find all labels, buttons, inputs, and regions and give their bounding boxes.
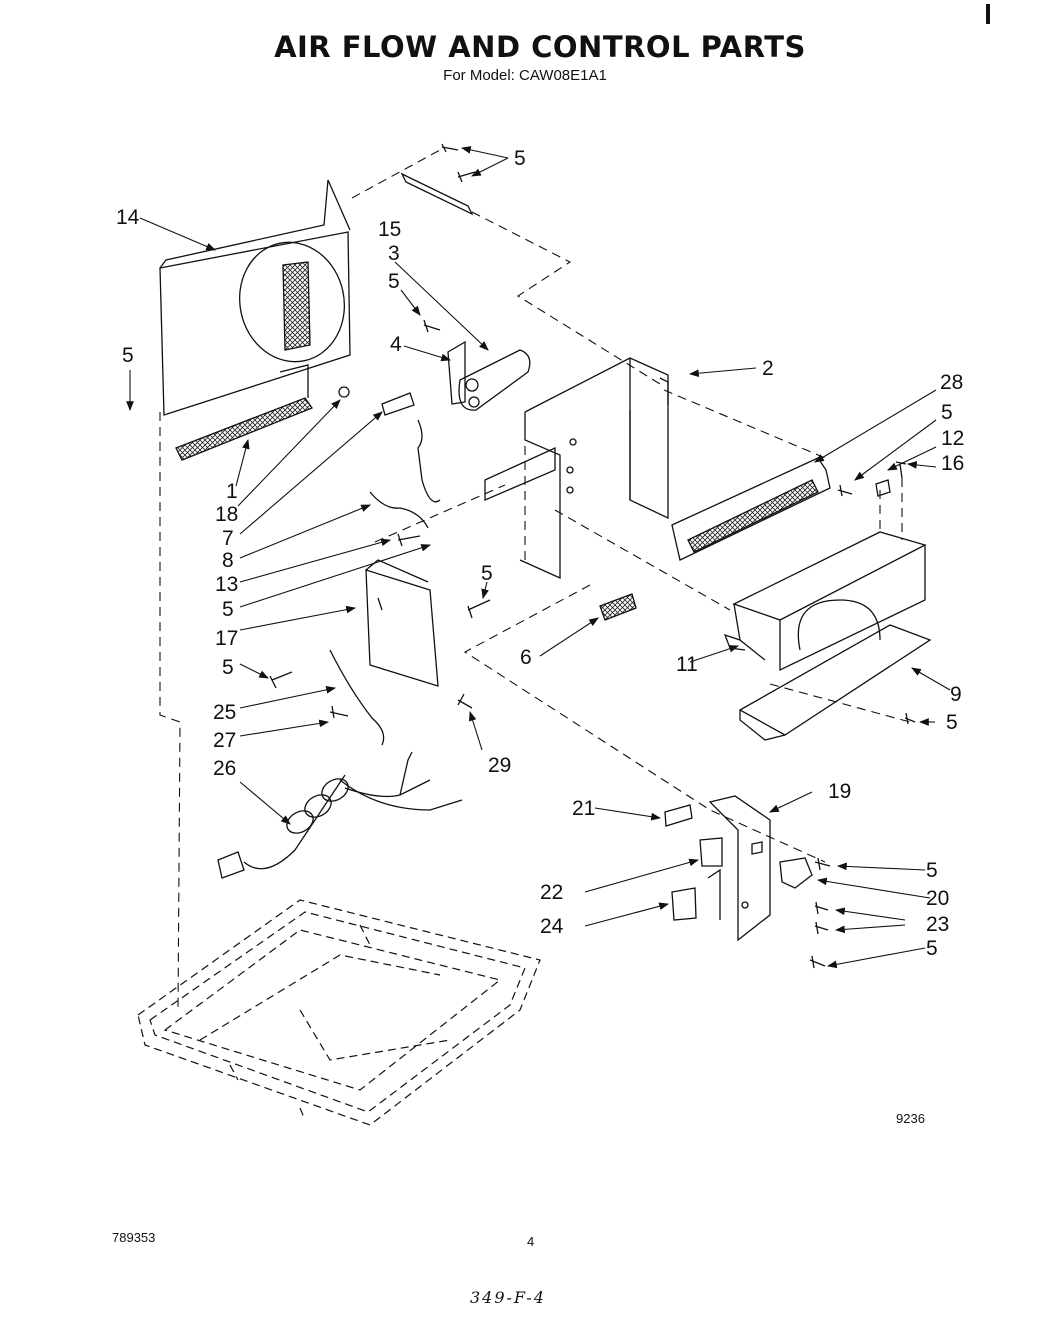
drawing-number: 9236 <box>896 1111 925 1126</box>
registration-mark <box>986 4 990 24</box>
callout-28: 28 <box>940 371 963 394</box>
callout-5: 5 <box>222 598 234 621</box>
callout-7: 7 <box>222 527 234 550</box>
callout-5: 5 <box>941 401 953 424</box>
screw-5-b <box>837 484 853 497</box>
control-bracket-19 <box>707 795 771 942</box>
callout-5: 5 <box>946 711 958 734</box>
screw-5-g <box>814 857 831 871</box>
document-number: 789353 <box>112 1230 156 1245</box>
screw-5-c <box>423 319 441 333</box>
callout-24: 24 <box>540 915 564 938</box>
switch-24 <box>671 887 697 921</box>
callout-11: 11 <box>676 653 698 676</box>
mounting-plate-17 <box>365 559 439 687</box>
callout-13: 13 <box>215 573 238 596</box>
screw-top-b <box>457 171 476 183</box>
model-subtitle: For Model: CAW08E1A1 <box>443 67 607 84</box>
callout-29: 29 <box>488 754 511 777</box>
callout-5: 5 <box>514 147 526 170</box>
base-pan <box>137 899 541 1126</box>
callout-3: 3 <box>388 242 400 265</box>
screw-23a <box>814 901 829 915</box>
callout-4: 4 <box>390 333 402 356</box>
screw-5-f <box>904 712 916 725</box>
page-title: AIR FLOW AND CONTROL PARTS <box>274 30 806 64</box>
wire-8 <box>369 491 429 529</box>
fan-scroll-9 <box>723 531 932 741</box>
callout-21: 21 <box>572 797 595 820</box>
callout-6: 6 <box>520 646 532 669</box>
callout-16: 16 <box>941 452 964 475</box>
bracket-18 <box>381 392 415 416</box>
grille-strip-28 <box>671 457 831 561</box>
callout-1: 1 <box>226 480 238 503</box>
callout-12: 12 <box>941 427 964 450</box>
screw-top-a <box>441 143 459 153</box>
handwritten-note: 349-F-4 <box>470 1288 546 1307</box>
callout-17: 17 <box>215 627 238 650</box>
callout-20: 20 <box>926 887 949 910</box>
callout-5: 5 <box>926 859 938 882</box>
callout-9: 9 <box>950 683 962 706</box>
callout-5: 5 <box>481 562 493 585</box>
callout-23: 23 <box>926 913 949 936</box>
power-cord-26 <box>217 751 463 879</box>
screw-27 <box>329 705 349 719</box>
screw-5-d <box>467 599 491 619</box>
screw-5-h <box>809 955 826 969</box>
callout-5: 5 <box>122 344 134 367</box>
screw-5-e <box>269 671 293 689</box>
screw-13 <box>397 533 421 547</box>
callout-19: 19 <box>828 780 851 803</box>
callout-5: 5 <box>926 937 938 960</box>
callout-26: 26 <box>213 757 236 780</box>
mesh-pad-6 <box>599 593 637 621</box>
connector-20 <box>779 857 813 889</box>
wire-harness-25 <box>329 649 385 746</box>
switch-22 <box>699 837 723 867</box>
callout-25: 25 <box>213 701 236 724</box>
callout-15: 15 <box>378 218 401 241</box>
callout-14: 14 <box>116 206 140 229</box>
front-panel-14 <box>159 179 351 461</box>
callout-2: 2 <box>762 357 774 380</box>
callout-8: 8 <box>222 549 234 572</box>
callout-5: 5 <box>222 656 234 679</box>
nut-12 <box>875 479 891 497</box>
screw-29 <box>457 693 473 709</box>
callout-5: 5 <box>388 270 400 293</box>
screw-23b <box>814 921 829 935</box>
callout-27: 27 <box>213 729 236 752</box>
capacitor-3 <box>458 349 531 411</box>
bracket-15 <box>400 172 474 216</box>
callout-22: 22 <box>540 881 563 904</box>
callout-18: 18 <box>215 503 238 526</box>
page-number: 4 <box>527 1234 535 1249</box>
control-housing-2 <box>484 357 669 580</box>
bolt-16 <box>895 461 907 479</box>
knob-21 <box>664 804 693 827</box>
wire-7 <box>417 419 441 503</box>
capacitor-strap-4 <box>447 340 466 405</box>
